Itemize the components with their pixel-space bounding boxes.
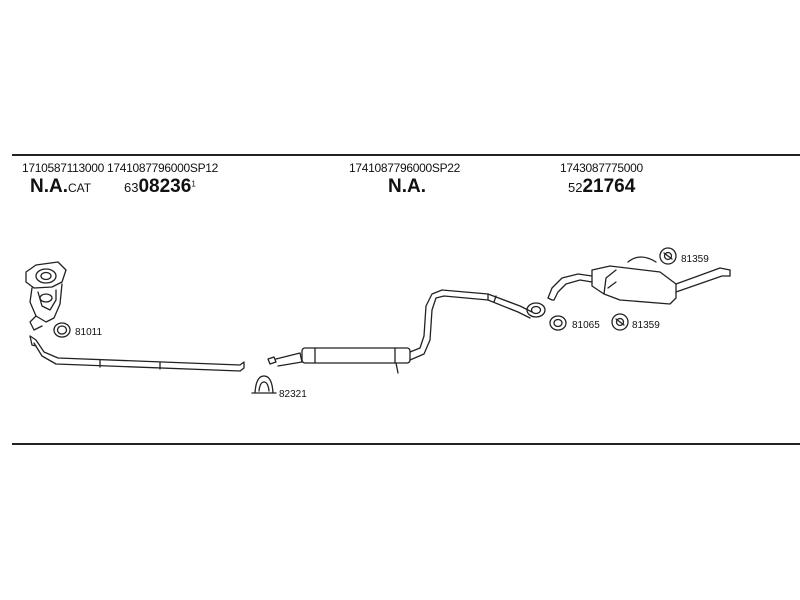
column-1-part-code: 63082361	[124, 176, 196, 198]
top-divider	[12, 154, 800, 156]
callout-81065: 81065	[572, 320, 600, 331]
front-catalyst-manifold	[25, 261, 67, 331]
column-3-code-prefix: 52	[568, 180, 583, 195]
callout-82321: 82321	[279, 389, 307, 400]
column-1-code-prefix: 63	[124, 180, 139, 195]
column-3-part-code: 5221764	[568, 176, 635, 198]
column-3-code-main: 21764	[582, 176, 636, 197]
ring-81065-part	[526, 302, 567, 331]
gasket-81011-part	[53, 322, 71, 338]
hanger-81359-bottom-part	[611, 313, 629, 331]
column-2-part-refs: 1741087796000SP22	[349, 161, 461, 175]
column-2-na-label: N.A.	[388, 176, 426, 197]
column-1-na-bold: N.A.	[30, 176, 68, 197]
middle-silencer-pipe	[267, 289, 533, 374]
column-1-na-label: N.A.CAT	[30, 176, 91, 198]
rear-silencer	[547, 256, 731, 305]
callout-81359-bottom: 81359	[632, 320, 660, 331]
bottom-divider	[12, 443, 800, 445]
callout-81359-top: 81359	[681, 254, 709, 265]
column-1-code-sup: 1	[191, 179, 196, 189]
column-1-na-small: CAT	[68, 181, 92, 195]
front-pipe	[29, 335, 245, 372]
column-3-part-refs: 1743087775000	[560, 161, 643, 175]
callout-81011: 81011	[75, 327, 103, 338]
column-1-part-refs: 1710587113000 1741087796000SP12	[22, 161, 219, 175]
clamp-82321-part	[251, 375, 277, 394]
column-1-code-main: 08236	[138, 176, 192, 197]
hanger-81359-top-part	[659, 247, 677, 265]
